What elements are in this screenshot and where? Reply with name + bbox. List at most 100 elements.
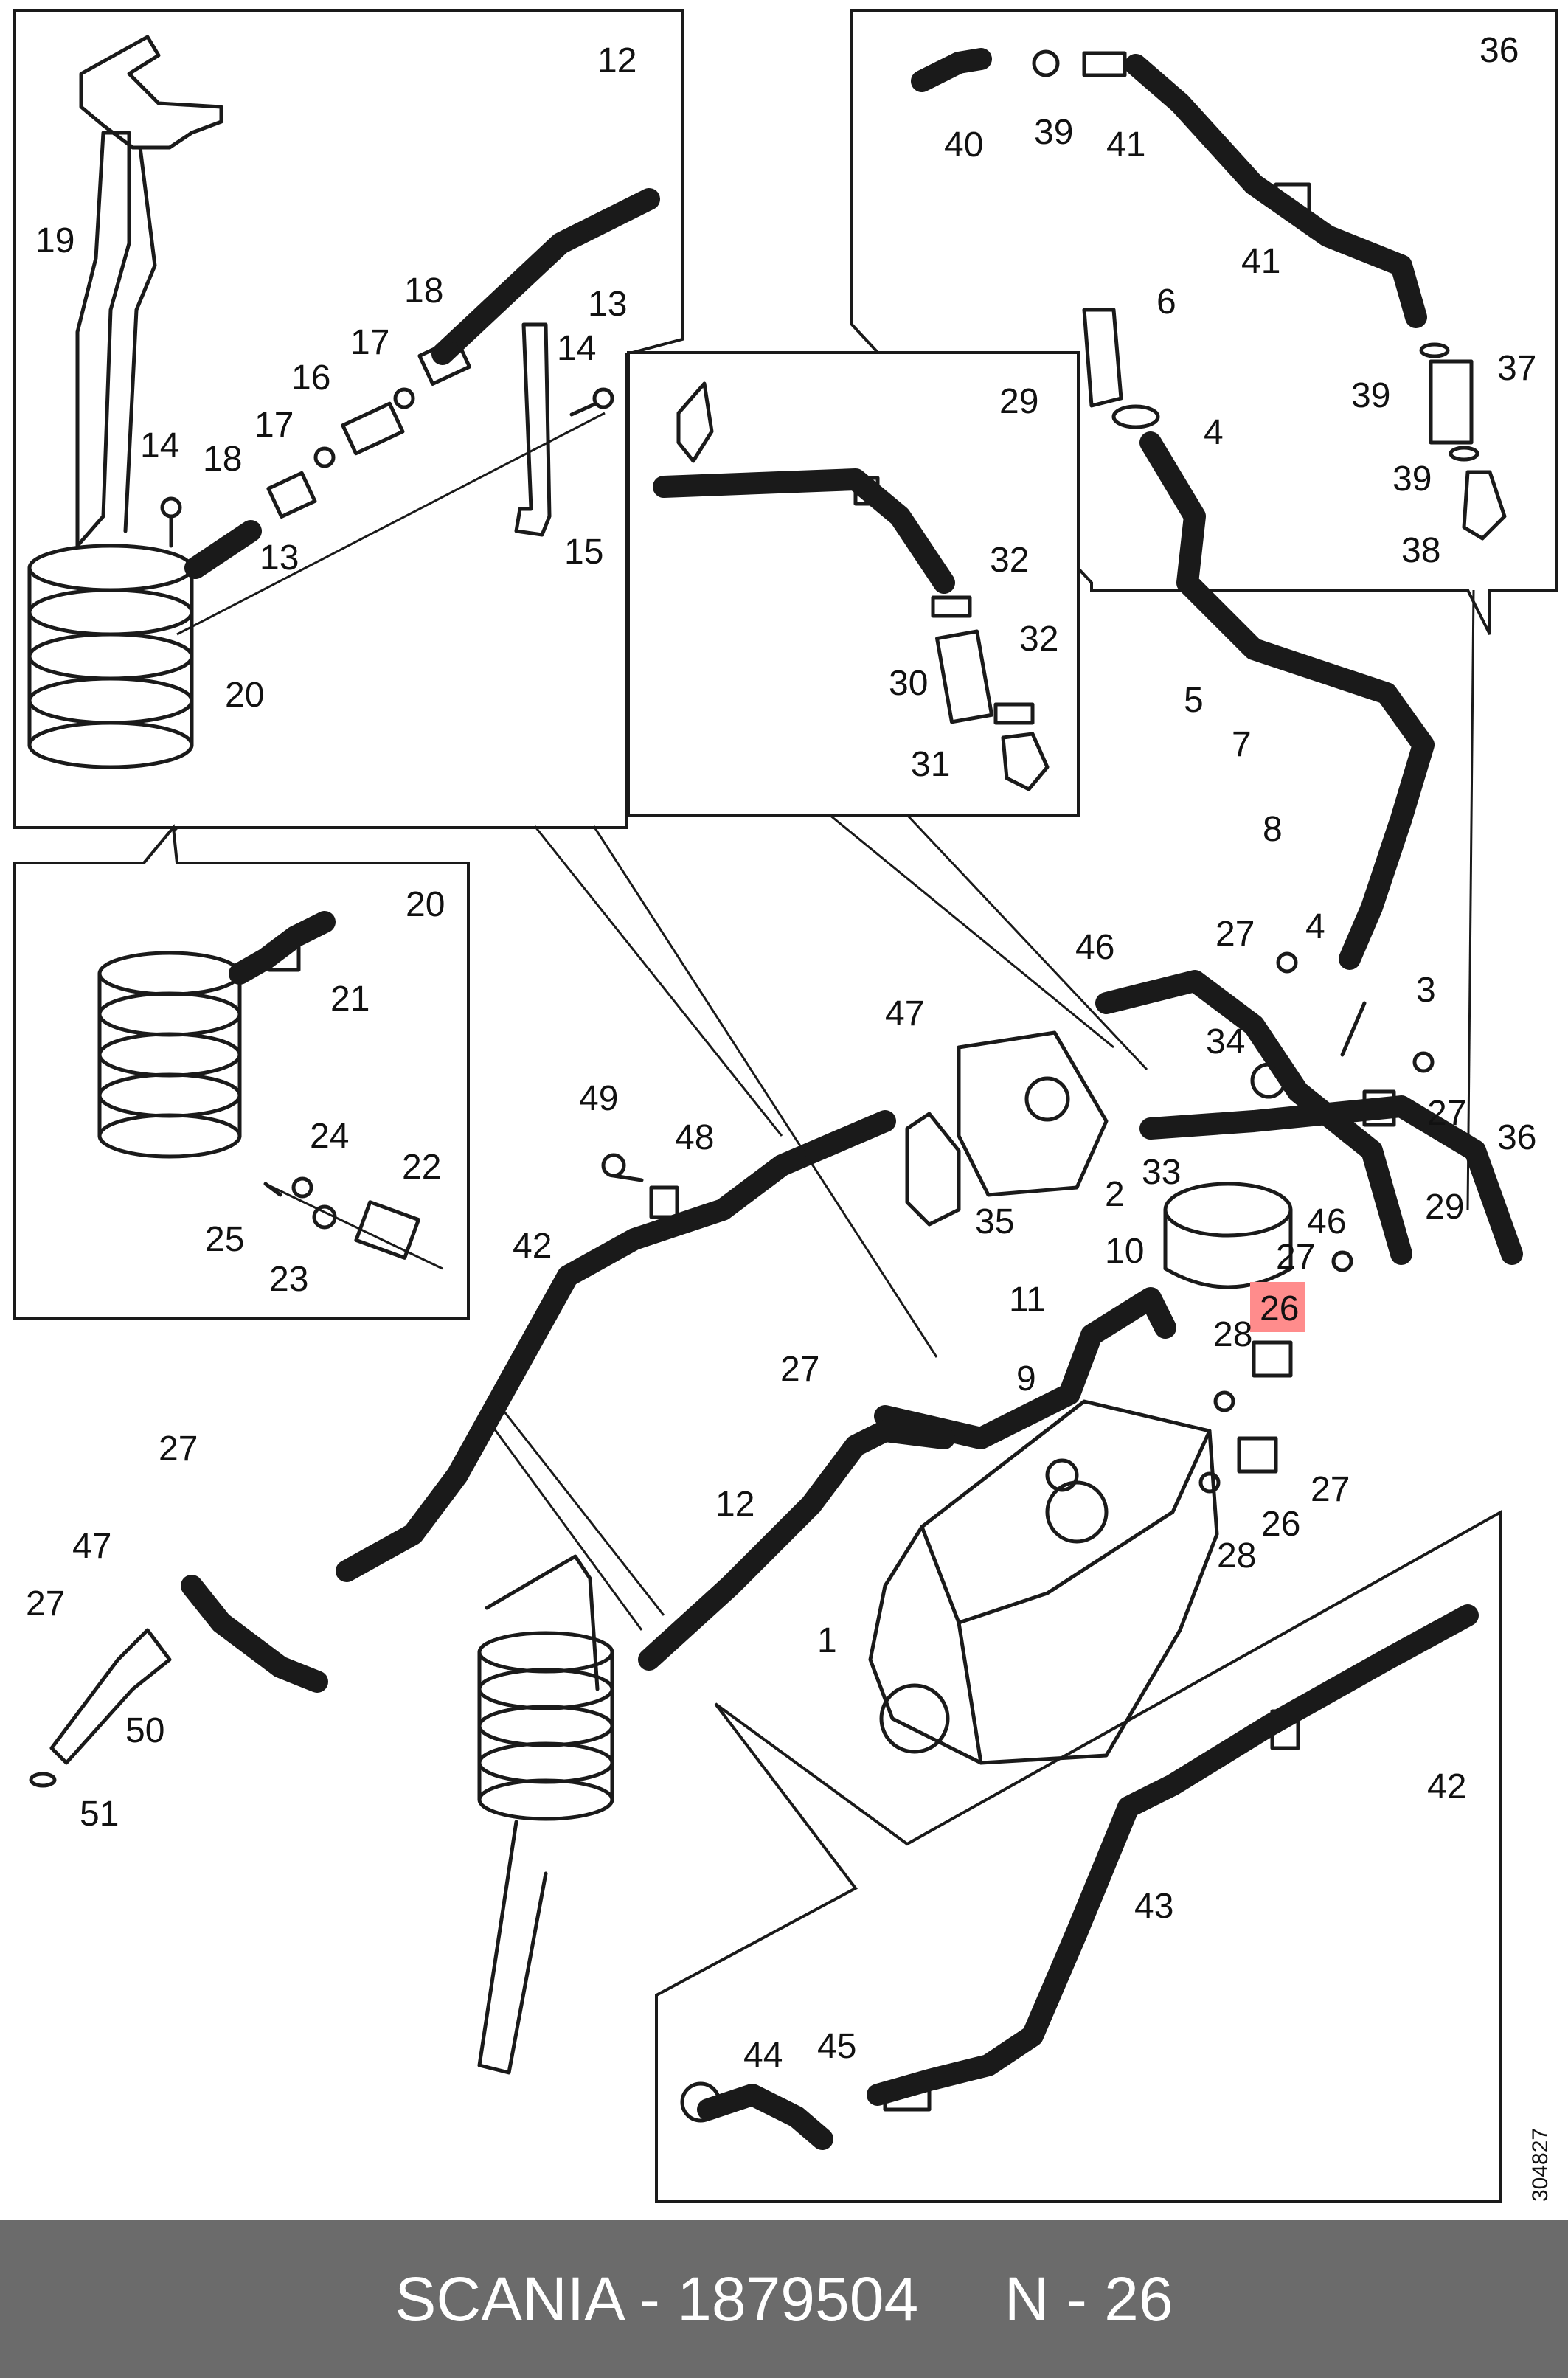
ring-17b-shape [313,446,336,468]
detail-box-42 [655,1509,1502,2203]
callout-27: 27 [1427,1094,1466,1133]
callout-27: 27 [1215,915,1255,954]
callout-11: 11 [1009,1280,1046,1320]
callout-25: 25 [205,1220,244,1259]
callout-50: 50 [125,1711,164,1750]
oring-28a-shape [1213,1390,1235,1412]
callout-18: 18 [404,271,443,311]
callout-labels: 12 36 29 20 42 19 18 17 16 17 18 14 13 1… [26,31,1553,2202]
callout-6: 6 [1156,282,1176,322]
callout-23: 23 [269,1260,308,1299]
callout-4: 4 [1204,413,1224,452]
clamp-4a-shape [1111,404,1160,429]
callout-12: 12 [715,1485,754,1524]
clamp-39b-shape [1419,342,1450,358]
hose-6-shape [1082,308,1123,408]
callout-3: 3 [1416,971,1436,1010]
callout-39: 39 [1392,460,1432,499]
callout-48: 48 [675,1118,714,1157]
callout-2: 2 [1105,1175,1125,1214]
callout-29: 29 [1425,1188,1464,1227]
callout-28: 28 [1217,1536,1256,1575]
block-22-shape [354,1200,420,1260]
callout-34: 34 [1206,1022,1245,1061]
hose-44-end-shape [680,2081,721,2123]
callout-39: 39 [1351,376,1390,415]
fitting-16-shape [341,401,405,456]
callout-51: 51 [80,1795,119,1834]
footer-part-text: SCANIA - 1879504 N - 26 [395,2264,1173,2334]
callout-13: 13 [260,538,299,578]
callout-44: 44 [743,2036,783,2075]
box-12-label: 12 [597,41,636,80]
fitting-32a-shape [931,595,972,618]
box-42-label: 42 [1427,1767,1466,1806]
callout-9: 9 [1016,1359,1036,1398]
callout-17: 17 [254,406,294,445]
callout-47: 47 [72,1527,111,1566]
callout-27: 27 [159,1429,198,1469]
footer-bar: SCANIA - 1879504 N - 26 [0,2220,1568,2378]
callout-46: 46 [1075,928,1114,967]
ring-17a-shape [393,387,415,409]
fitting-41a-shape [1082,51,1127,77]
bolt-3-shape [1340,1001,1367,1057]
detail-box-29 [627,351,1080,817]
callout-47: 47 [885,994,924,1033]
drawing-number: 304827 [1528,2128,1553,2202]
callout-26: 26 [1261,1505,1300,1544]
nut-18a-shape [417,336,471,386]
fitting-26b-shape [1237,1436,1278,1474]
callout-27: 27 [1276,1238,1315,1277]
connector-31-shape [1001,732,1050,791]
hose-45-fitting-shape [883,2081,932,2112]
callout-17: 17 [350,323,389,362]
callout-7: 7 [1232,725,1252,764]
callout-24: 24 [310,1117,349,1156]
oring-28b-shape [1198,1471,1221,1494]
detail-box-12 [13,9,684,864]
callout-27: 27 [26,1584,65,1623]
callout-27: 27 [1311,1470,1350,1509]
callout-21: 21 [330,980,370,1019]
callout-18: 18 [203,440,242,479]
coil-lower-shape [477,1554,614,2075]
bracket-29-shape [676,381,714,463]
callout-4: 4 [1305,907,1325,946]
callout-43: 43 [1134,1887,1173,1926]
callout-32: 32 [1019,620,1058,659]
box-20-label: 20 [406,885,445,924]
hose-30-shape [935,629,994,724]
coil-20-shape [27,544,194,769]
callout-8: 8 [1263,810,1283,849]
callout-13: 13 [588,285,627,324]
callout-31: 31 [911,745,950,784]
clamp-21-shape [267,942,301,972]
clamp-39a-shape [1032,49,1060,77]
detail-box-20 [13,824,470,1320]
clip-15-shape [514,322,552,537]
callout-1: 1 [817,1621,837,1660]
washer-24-shape [291,1176,313,1199]
callout-41: 41 [1106,125,1145,164]
callout-35: 35 [975,1202,1014,1241]
compressor-1-shape [868,1399,1219,1765]
callout-14: 14 [140,426,179,465]
pipe-50-shape [49,1628,172,1765]
clamp-39c-shape [1449,446,1479,462]
callout-16: 16 [291,358,330,398]
callout-40: 40 [944,125,983,164]
flange-35-shape [957,1030,1109,1197]
main-assembly [29,589,1523,2075]
callout-36: 36 [1497,1118,1536,1157]
parts-diagram: 12 36 29 20 42 19 18 17 16 17 18 14 13 1… [13,9,1558,2203]
plug-34-shape [1250,1062,1287,1099]
callout-5: 5 [1184,681,1204,720]
fitting-32b-shape [993,702,1035,725]
callout-45: 45 [817,2027,856,2066]
callout-27: 27 [780,1350,819,1389]
callout-26-highlighted: 26 [1260,1289,1299,1328]
callout-33: 33 [1142,1153,1181,1192]
clamp-46-shape [1362,1089,1396,1127]
callout-46: 46 [1307,1202,1346,1241]
